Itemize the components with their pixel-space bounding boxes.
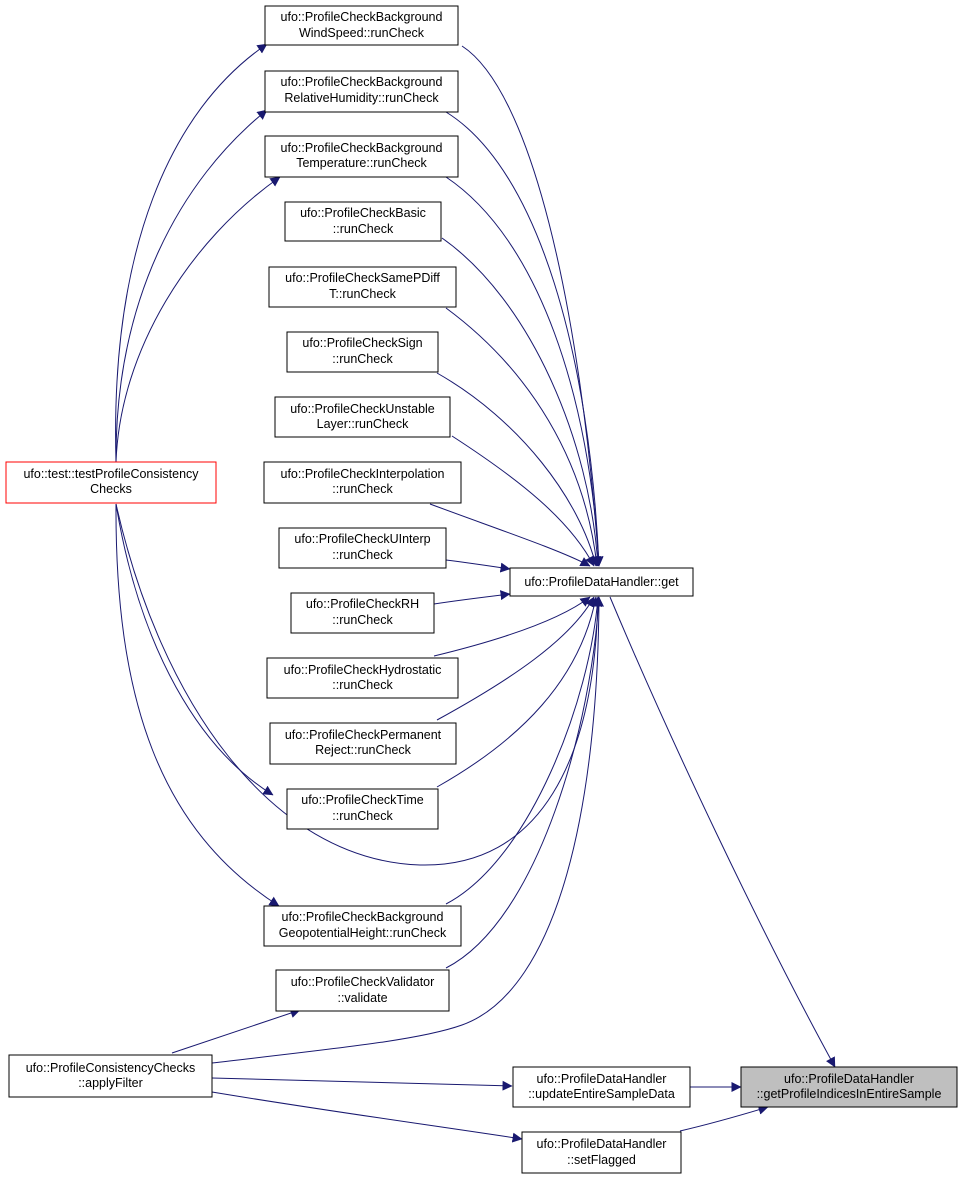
node-label: ufo::ProfileCheckBasic [300, 206, 426, 220]
node-label: ::runCheck [332, 352, 393, 366]
node-label: ::runCheck [332, 678, 393, 692]
node-temperature[interactable]: ufo::ProfileCheckBackground Temperature:… [264, 135, 459, 178]
edge-interp-get [429, 503, 591, 567]
node-update[interactable]: ufo::ProfileDataHandler ::updateEntireSa… [512, 1066, 691, 1108]
node-label: WindSpeed::runCheck [299, 26, 425, 40]
node-geopot[interactable]: ufo::ProfileCheckBackground Geopotential… [263, 905, 462, 947]
node-interp[interactable]: ufo::ProfileCheckInterpolation ::runChec… [263, 461, 462, 504]
node-label: ufo::ProfileCheckUInterp [294, 532, 430, 546]
edge-applyfilter-validator [171, 1008, 301, 1054]
node-label: ufo::ProfileCheckHydrostatic [284, 663, 442, 677]
node-time[interactable]: ufo::ProfileCheckTime ::runCheck [286, 788, 439, 830]
node-samepdiff[interactable]: ufo::ProfileCheckSamePDiff T::runCheck [268, 266, 457, 308]
node-label: ::runCheck [333, 222, 394, 236]
node-label: ufo::ProfileCheckInterpolation [281, 467, 445, 481]
edge-testpc-windspeed [115, 43, 268, 463]
edge-samepdiff-get [445, 307, 601, 567]
node-label: ufo::ProfileDataHandler [784, 1072, 914, 1086]
node-label: ::applyFilter [78, 1076, 143, 1090]
node-label: GeopotentialHeight::runCheck [279, 926, 447, 940]
node-indices-selected[interactable]: ufo::ProfileDataHandler ::getProfileIndi… [740, 1066, 958, 1108]
node-label: ufo::ProfileCheckRH [306, 597, 419, 611]
edge-time-get [436, 596, 600, 788]
node-applyfilter[interactable]: ufo::ProfileConsistencyChecks ::applyFil… [8, 1054, 213, 1098]
node-label: ufo::ProfileCheckTime [301, 793, 424, 807]
edge-validator-get [445, 596, 604, 969]
node-unstable[interactable]: ufo::ProfileCheckUnstable Layer::runChec… [274, 396, 451, 438]
node-permreject[interactable]: ufo::ProfileCheckPermanent Reject::runCh… [269, 722, 457, 765]
node-label: ::getProfileIndicesInEntireSample [757, 1087, 942, 1101]
node-label: ufo::ProfileCheckSign [302, 336, 422, 350]
edge-temperature-get [445, 176, 604, 567]
node-label: ufo::ProfileCheckUnstable [290, 402, 435, 416]
edge-rh-get [433, 590, 511, 605]
node-validator[interactable]: ufo::ProfileCheckValidator ::validate [275, 969, 450, 1012]
edge-sign-get [436, 372, 599, 567]
node-label: ufo::ProfileCheckSamePDiff [285, 271, 440, 285]
edge-testpc-get [115, 503, 603, 866]
edge-permreject-get [436, 596, 595, 721]
node-hydrostatic[interactable]: ufo::ProfileCheckHydrostatic ::runCheck [266, 657, 459, 699]
node-label: Layer::runCheck [317, 417, 409, 431]
node-testpc[interactable]: ufo::test::testProfileConsistency Checks [5, 461, 217, 504]
node-label: ufo::ProfileCheckBackground [281, 141, 443, 155]
node-label: Reject::runCheck [315, 743, 412, 757]
edge-testpc-temperature [115, 176, 281, 463]
node-label: ::runCheck [332, 613, 393, 627]
node-label: ::runCheck [332, 482, 393, 496]
node-label: ufo::test::testProfileConsistency [23, 467, 199, 481]
node-relhum[interactable]: ufo::ProfileCheckBackground RelativeHumi… [264, 70, 459, 113]
node-label: ::runCheck [332, 548, 393, 562]
node-label: ufo::ProfileCheckBackground [281, 10, 443, 24]
edge-relhum-get [445, 111, 604, 567]
edge-applyfilter-update [211, 1077, 513, 1091]
node-label: Temperature::runCheck [296, 156, 427, 170]
edge-applyfilter-setflagged [211, 1091, 523, 1143]
node-label: ::setFlagged [567, 1153, 636, 1167]
node-label: ufo::ProfileCheckPermanent [285, 728, 442, 742]
node-rh[interactable]: ufo::ProfileCheckRH ::runCheck [290, 592, 435, 634]
edge-applyfilter-get [211, 596, 604, 1064]
edge-get-indices [609, 596, 836, 1068]
node-label: ufo::ProfileConsistencyChecks [26, 1061, 196, 1075]
edge-testpc-time [115, 503, 274, 796]
node-label: Checks [90, 482, 132, 496]
edge-uinterp-get [445, 559, 511, 573]
edge-windspeed-get [461, 45, 604, 567]
node-windspeed[interactable]: ufo::ProfileCheckBackground WindSpeed::r… [264, 5, 459, 46]
edge-basic-get [441, 237, 603, 567]
node-get[interactable]: ufo::ProfileDataHandler::get [509, 567, 694, 597]
node-label: ufo::ProfileDataHandler [537, 1072, 667, 1086]
node-setflagged[interactable]: ufo::ProfileDataHandler ::setFlagged [521, 1131, 682, 1174]
node-label: ::runCheck [332, 809, 393, 823]
node-label: ufo::ProfileDataHandler [537, 1137, 667, 1151]
edge-unstable-get [451, 435, 595, 567]
nodes: ufo::ProfileCheckBackground WindSpeed::r… [5, 5, 958, 1174]
node-label: ::updateEntireSampleData [528, 1087, 675, 1101]
node-label: RelativeHumidity::runCheck [284, 91, 439, 105]
node-label: ufo::ProfileCheckBackground [281, 75, 443, 89]
node-label: ufo::ProfileCheckValidator [291, 975, 435, 989]
edge-testpc-geopot [115, 503, 280, 907]
edge-geopot-get [445, 596, 603, 905]
node-label: ufo::ProfileCheckBackground [282, 910, 444, 924]
node-label: ::validate [337, 991, 387, 1005]
edge-testpc-relhum [115, 109, 268, 463]
node-sign[interactable]: ufo::ProfileCheckSign ::runCheck [286, 331, 439, 373]
edge-setflagged-indices [679, 1104, 769, 1132]
edge-hydrostatic-get [433, 596, 591, 657]
node-basic[interactable]: ufo::ProfileCheckBasic ::runCheck [284, 201, 442, 242]
node-uinterp[interactable]: ufo::ProfileCheckUInterp ::runCheck [278, 527, 447, 569]
node-label: ufo::ProfileDataHandler::get [524, 575, 679, 589]
node-label: T::runCheck [329, 287, 396, 301]
edges [115, 43, 836, 1143]
